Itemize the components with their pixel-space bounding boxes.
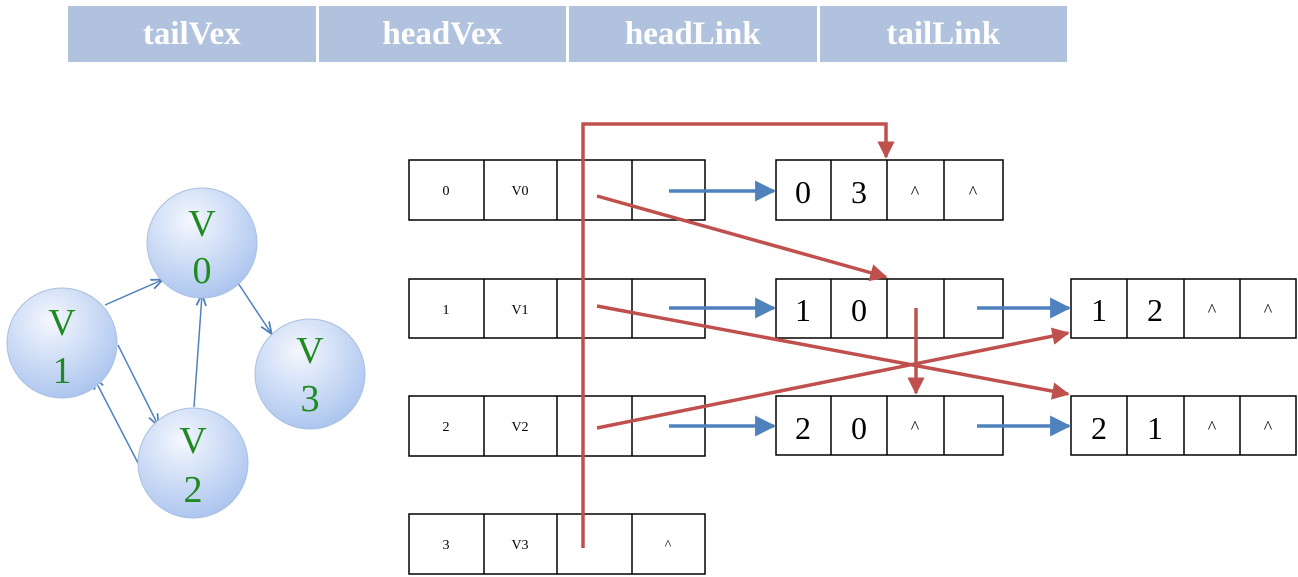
- field-header: tailVex headVex headLink tailLink: [68, 6, 1067, 62]
- vertex-table-text: 0 V0 1 V1 2 V2 3 V3 ^: [443, 184, 672, 553]
- in-link-arrows: [581, 122, 1070, 548]
- header-taillink: tailLink: [816, 6, 1067, 62]
- vertex-index: 0: [443, 184, 450, 199]
- arc-nodes-text: 0 3 ^ ^ 1 0 2 0 ^ 1 2 ^ ^ 2 1 ^ ^: [795, 174, 1273, 446]
- arc-tail: 1: [795, 292, 811, 328]
- vertex-name: V2: [511, 420, 528, 435]
- in-arrow-v0: [596, 194, 888, 282]
- vertex-index: 3: [443, 538, 450, 553]
- arc-node-1-2: [1070, 278, 1297, 339]
- vertex-name: V1: [511, 303, 528, 318]
- edge-v2-v0: [193, 295, 202, 408]
- edge-v0-v3: [237, 282, 271, 333]
- arc-tail: 2: [1091, 410, 1107, 446]
- vertex-row-0: [408, 159, 706, 221]
- null-marker: ^: [969, 182, 978, 202]
- arc-head: 0: [851, 292, 867, 328]
- header-headlink: headLink: [566, 6, 817, 62]
- out-link-arrows: [669, 180, 1072, 437]
- vertex-v0: V 0: [146, 187, 258, 299]
- graph: V 0 V 1 V 3 V 2: [6, 187, 366, 519]
- in-arrow-v3: [581, 122, 895, 548]
- graph-edges: [94, 280, 271, 464]
- vertex-name: V0: [511, 184, 528, 199]
- null-marker: ^: [911, 417, 920, 437]
- vertex-label-index: 2: [184, 469, 203, 511]
- arc-node-2-0: [775, 395, 1004, 456]
- vertex-label-index: 0: [193, 250, 212, 292]
- vertex-index: 2: [443, 420, 450, 435]
- header-tailvex: tailVex: [68, 6, 316, 62]
- arc-node-1-0: [775, 278, 1004, 339]
- null-marker: ^: [911, 182, 920, 202]
- vertex-v1: V 1: [6, 287, 118, 399]
- edge-v1-v0: [104, 280, 162, 306]
- null-marker: ^: [665, 538, 672, 553]
- in-arrow-v2: [596, 327, 1070, 430]
- arc-head: 2: [1147, 292, 1163, 328]
- arc-head: 0: [851, 410, 867, 446]
- arc-head: 1: [1147, 410, 1163, 446]
- vertex-row-2: [408, 395, 706, 457]
- null-marker: ^: [1264, 300, 1273, 320]
- null-marker: ^: [1208, 300, 1217, 320]
- null-marker: ^: [1264, 417, 1273, 437]
- arc-head: 3: [851, 174, 867, 210]
- vertex-label-index: 3: [301, 378, 320, 420]
- vertex-index: 1: [443, 303, 450, 318]
- null-marker: ^: [1208, 417, 1217, 437]
- edge-v1-v2: [117, 344, 158, 425]
- in-arrow-v1: [596, 304, 1070, 400]
- arc-node-2-1: [1070, 395, 1297, 456]
- vertex-v3: V 3: [254, 318, 366, 430]
- edge-v2-v1: [94, 378, 139, 464]
- vertex-label-letter: V: [48, 302, 76, 344]
- vertex-row-1: [408, 278, 706, 339]
- vertex-name: V3: [511, 538, 528, 553]
- vertex-label-letter: V: [179, 420, 207, 462]
- vertex-v2: V 2: [137, 407, 249, 519]
- vertex-label-letter: V: [188, 203, 216, 245]
- arc-tail: 2: [795, 410, 811, 446]
- vertex-table: [408, 159, 706, 575]
- vertex-label-letter: V: [296, 330, 324, 372]
- vertex-label-index: 1: [53, 350, 72, 392]
- header-headvex: headVex: [315, 6, 566, 62]
- vertex-row-3: [408, 513, 706, 575]
- arc-tail: 1: [1091, 292, 1107, 328]
- arc-tail: 0: [795, 174, 811, 210]
